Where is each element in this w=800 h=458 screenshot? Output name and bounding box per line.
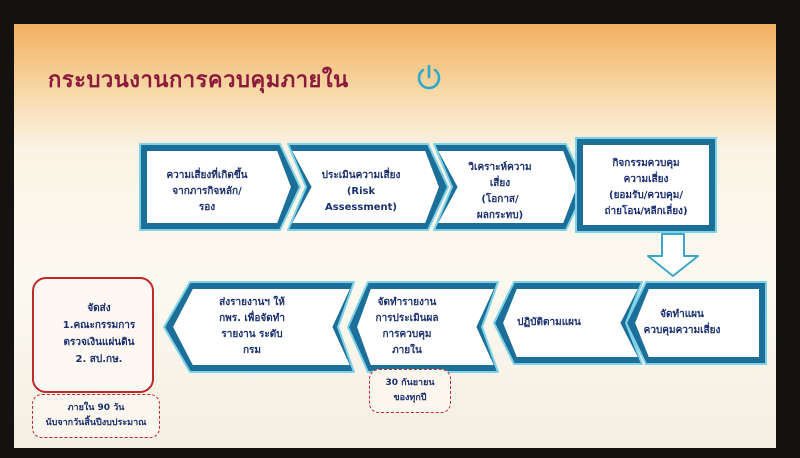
row1-step-line-0: กิจกรรมควบคุม	[612, 158, 680, 169]
down-arrow	[647, 233, 699, 277]
row1-box-4-inner	[583, 145, 709, 225]
row1-step-line-2: รอง	[198, 202, 216, 213]
step-evaluation-report: จัดทำรายงานการประเมินผลการควบคุมภายใน	[376, 295, 439, 359]
send-to-box: จัดส่ง 1.คณะกรรมการตรวจเงินแผ่นดิน 2. สป.ก…	[32, 277, 154, 393]
flow-diagram	[139, 137, 767, 373]
row2-step-line-2: การควบคุม	[382, 329, 432, 340]
row2-arrow-2-inner	[503, 289, 638, 357]
row2-step-line-0: ส่งรายงานฯ ให้	[219, 297, 285, 308]
send-box-line-2: ตรวจเงินแผ่นดิน	[63, 337, 135, 348]
row2-arrow-3-inner	[357, 289, 494, 365]
row1-step-line-2: (ยอมรับ/ควบคุม/	[609, 190, 683, 201]
slide-title: กระบวนงานการควบคุมภายใน	[48, 68, 349, 93]
row2-step-line-0: ปฏิบัติตามแผน	[517, 317, 581, 328]
row1-arrow-2-inner	[292, 151, 439, 223]
step-risk-occurred: ความเสี่ยงที่เกิดขึ้นจากภารกิจหลัก/รอง	[166, 168, 247, 216]
within-line-0: ภายใน 90 วัน	[67, 403, 125, 413]
row1-arrow-1-inner	[147, 151, 291, 223]
row2-step-line-0: จัดทำแผน	[660, 309, 704, 320]
step-risk-analysis: วิเคราะห์ความเสี่ยง (โอกาส/ผลกระทบ)	[468, 160, 531, 224]
send-box-line-3: 2. สป.กษ.	[75, 354, 123, 365]
row1-step-line-3: ผลกระทบ)	[476, 210, 524, 221]
row2-arrow-1-inner	[635, 289, 759, 357]
step-follow-plan: ปฏิบัติตามแผน	[517, 315, 581, 331]
row1-step-line-1: เสี่ยง	[489, 178, 511, 189]
row2-step-line-1: การประเมินผล	[375, 313, 439, 324]
within-90-days-note: ภายใน 90 วันนับจากวันสิ้นปีงบประมาณ	[32, 394, 160, 438]
send-to-label: จัดส่ง 1.คณะกรรมการตรวจเงินแผ่นดิน 2. สป.ก…	[63, 300, 136, 368]
row1-step-line-1: (Risk	[346, 186, 376, 197]
row2-step-line-2: รายงาน ระดับ	[221, 329, 283, 340]
row2-arrow-4-inner	[173, 289, 350, 365]
step-control-activity: กิจกรรมควบคุมความเสี่ยง (ยอมรับ/ควบคุม/ถ่…	[604, 156, 687, 220]
row1-step-line-2: Assessment)	[324, 202, 397, 213]
power-icon[interactable]	[414, 62, 444, 92]
deadline-line-0: 30 กันยายน	[385, 378, 435, 388]
send-box-line-0: จัดส่ง	[87, 303, 111, 314]
row1-step-line-0: ความเสี่ยงที่เกิดขึ้น	[166, 170, 248, 181]
row2-step-line-3: ภายใน	[392, 345, 422, 356]
row1-step-line-1: จากภารกิจหลัก/	[172, 186, 242, 197]
row1-arrow-3-inner	[438, 151, 577, 223]
send-box-line-1: 1.คณะกรรมการ	[62, 320, 136, 331]
within-line-1: นับจากวันสิ้นปีงบประมาณ	[45, 418, 147, 428]
row1-step-line-2: (โอกาส/	[481, 194, 519, 205]
row2-step-line-1: กพร. เพื่อจัดทำ	[219, 313, 285, 324]
step-control-plan: จัดทำแผนควบคุมความเสี่ยง	[644, 307, 721, 339]
row2-step-line-3: กรม	[242, 345, 262, 356]
row2-step-line-0: จัดทำรายงาน	[377, 297, 437, 308]
row1-step-line-0: ประเมินความเสี่ยง	[321, 170, 401, 181]
step-send-report: ส่งรายงานฯ ให้กพร. เพื่อจัดทำรายงาน ระดั…	[219, 295, 285, 359]
row1-step-line-1: ความเสี่ยง	[623, 174, 669, 185]
deadline-line-1: ของทุกปี	[393, 393, 427, 403]
slide-screen: กระบวนงานการควบคุมภายใน ความเสี่ยงที่เกิ…	[14, 24, 776, 448]
row1-step-line-0: วิเคราะห์ความ	[468, 162, 532, 173]
row2-step-line-1: ควบคุมความเสี่ยง	[643, 325, 721, 336]
row1-step-line-3: ถ่ายโอน/หลีกเลี่ยง)	[604, 206, 688, 217]
deadline-note: 30 กันยายนของทุกปี	[369, 369, 451, 413]
